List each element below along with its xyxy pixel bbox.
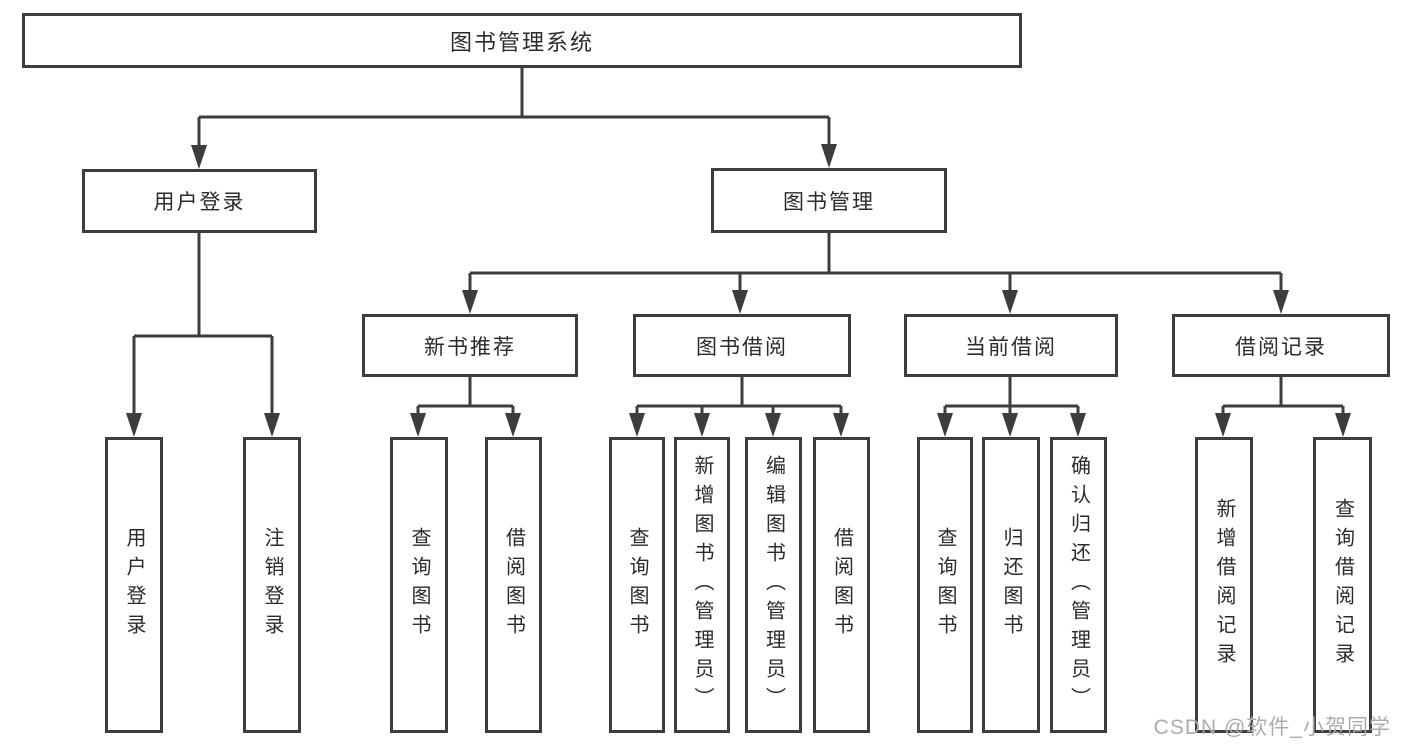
leaf-query-books-2: 查询图书 [609,437,665,733]
arrowheads [126,144,1351,437]
node-user-login: 用户登录 [82,169,317,233]
node-book-management: 图书管理 [711,168,947,233]
node-new-book-recommendation: 新书推荐 [362,314,578,377]
node-label: 借阅图书 [830,527,853,643]
node-label: 图书管理 [783,190,875,214]
node-label: 查询借阅记录 [1331,498,1354,672]
leaf-logout: 注销登录 [243,437,301,733]
node-label: 图书管理系统 [449,29,594,55]
node-label: 归还图书 [1000,527,1022,643]
leaf-return-books: 归还图书 [982,437,1040,733]
leaf-query-books-3: 查询图书 [917,437,973,733]
node-borrowing-records: 借阅记录 [1172,314,1390,377]
leaf-borrow-books-2: 借阅图书 [813,437,870,733]
node-label: 图书借阅 [696,335,788,359]
node-label: 查询图书 [626,527,648,643]
node-label: 查询图书 [934,527,956,643]
node-label: 编辑图书（管理员） [762,454,785,716]
node-label: 确认归还（管理员） [1067,454,1090,716]
leaf-add-borrow-record: 新增借阅记录 [1195,437,1253,733]
leaf-borrow-books-1: 借阅图书 [485,437,542,733]
leaf-add-books-admin: 新增图书（管理员） [674,437,730,733]
node-label: 当前借阅 [965,335,1057,359]
node-label: 新书推荐 [424,335,516,359]
leaf-query-borrow-record: 查询借阅记录 [1313,437,1372,733]
node-label: 新增图书（管理员） [691,454,713,716]
leaf-confirm-return-admin: 确认归还（管理员） [1050,437,1107,733]
node-label: 注销登录 [261,527,283,643]
leaf-query-books-1: 查询图书 [390,437,448,733]
leaf-user-login: 用户登录 [105,437,163,733]
node-label: 借阅图书 [502,527,525,643]
node-label: 用户登录 [153,191,246,214]
node-book-borrowing: 图书借阅 [633,314,851,377]
csdn-watermark: CSDN @软件_小贺同学 [1153,716,1391,739]
node-label: 新增借阅记录 [1213,498,1235,672]
leaf-edit-books-admin: 编辑图书（管理员） [745,437,802,733]
node-label: 用户登录 [123,527,145,643]
node-current-borrowing: 当前借阅 [904,314,1118,377]
node-label: 查询图书 [408,527,430,643]
node-library-management-system: 图书管理系统 [22,13,1022,68]
node-label: 借阅记录 [1235,335,1327,359]
